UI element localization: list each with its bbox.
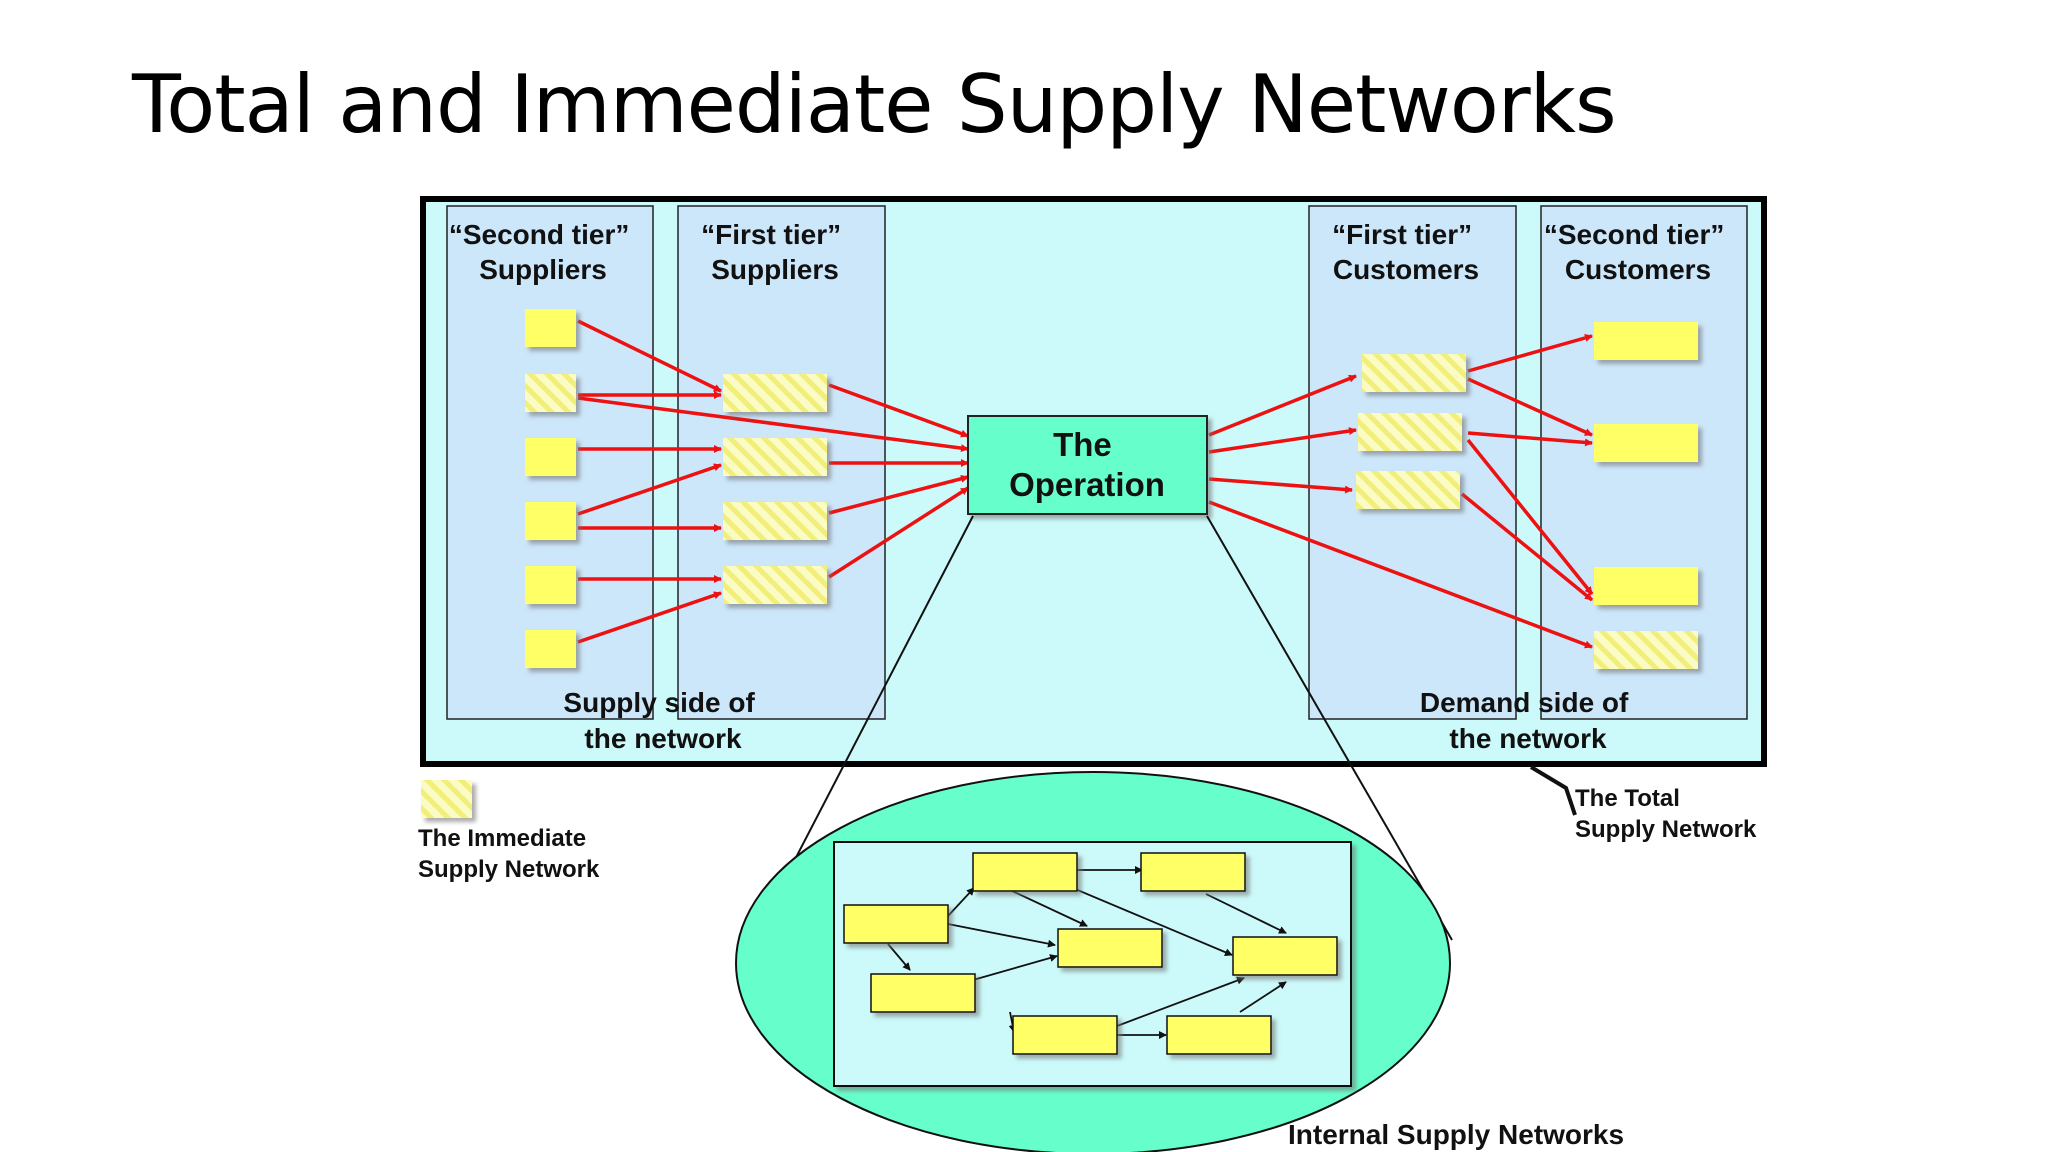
internal-arrows [887, 866, 1287, 1039]
first-tier-supplier-node [723, 374, 827, 412]
first-tier-customers-line1: “First tier” [1332, 219, 1472, 250]
internal-arrow [887, 943, 911, 971]
second-tier-customers-panel [1540, 205, 1748, 720]
first-tier-customer-node [1356, 471, 1460, 509]
immediate-network-label: The Immediate Supply Network [418, 825, 600, 883]
internal-arrow [947, 887, 975, 917]
second-tier-supplier-node [525, 630, 576, 668]
page-title: Total and Immediate Supply Networks [132, 58, 1617, 151]
internal-node [1166, 1015, 1272, 1055]
second-tier-supplier-node [525, 309, 576, 347]
second-tier-suppliers-heading: “Second tier” Suppliers [449, 219, 637, 285]
flow-arrow [1208, 477, 1353, 494]
first-tier-customer-nodes [1356, 354, 1466, 509]
internal-nodes [843, 852, 1338, 1055]
first-tier-supplier-nodes [723, 374, 827, 604]
second-tier-supplier-node [525, 502, 576, 540]
zoom-line-right [1206, 515, 1453, 941]
supply-side-line1: Supply side of [563, 687, 755, 718]
internal-node [1140, 852, 1246, 892]
internal-arrow [1116, 976, 1245, 1027]
second-tier-customer-node [1594, 424, 1698, 462]
internal-arrow [1205, 893, 1287, 934]
flow-arrow [577, 396, 969, 453]
flow-arrow [1467, 431, 1593, 447]
first-tier-supplier-node [723, 438, 827, 476]
internal-node [1057, 928, 1163, 968]
internal-node [972, 852, 1078, 892]
second-tier-customer-node-immediate [1594, 631, 1698, 669]
second-tier-customers-heading: “Second tier” Customers [1544, 219, 1732, 285]
supply-side-label: Supply side of the network [563, 687, 762, 754]
flow-arrow [1208, 374, 1357, 437]
total-network-line1: The Total [1575, 785, 1680, 812]
demand-side-label: Demand side of the network [1420, 687, 1636, 754]
flow-arrow [577, 591, 722, 644]
first-tier-suppliers-line2: Suppliers [711, 254, 839, 285]
flow-arrow [577, 463, 722, 516]
first-tier-customer-node [1362, 354, 1466, 392]
operation-label: The Operation [1009, 426, 1165, 503]
flow-arrow [828, 383, 969, 438]
flow-arrow [577, 319, 722, 393]
operation-box [967, 415, 1208, 515]
total-network-line2: Supply Network [1575, 816, 1757, 843]
operation-line1: The [1053, 426, 1112, 463]
flow-arrow [1467, 334, 1593, 373]
internal-arrow [1009, 889, 1088, 927]
supply-side-line2: the network [584, 723, 742, 754]
flow-arrow [1467, 377, 1593, 437]
internal-node [843, 904, 949, 944]
second-tier-customers-line1: “Second tier” [1544, 219, 1724, 250]
flow-arrow [828, 486, 969, 579]
operation-line2: Operation [1009, 466, 1165, 503]
total-network-pointer [1529, 765, 1577, 816]
internal-node [870, 973, 976, 1013]
second-tier-suppliers-line1: “Second tier” [449, 219, 629, 250]
flow-arrow [1208, 427, 1357, 454]
internal-arrow [947, 923, 1056, 948]
internal-node [1232, 936, 1338, 976]
internal-arrow [972, 954, 1058, 981]
flow-arrow [1460, 492, 1594, 602]
second-tier-supplier-node-immediate [525, 374, 576, 412]
immediate-network-line1: The Immediate [418, 825, 586, 852]
demand-side-line2: the network [1449, 723, 1607, 754]
flow-arrow [828, 474, 969, 515]
internal-arrow [1067, 885, 1233, 956]
second-tier-supplier-node [525, 438, 576, 476]
second-tier-suppliers-line2: Suppliers [479, 254, 607, 285]
flow-arrows [577, 319, 1594, 649]
immediate-network-legend-swatch [421, 780, 472, 818]
internal-supply-networks-label: Internal Supply Networks [1288, 1119, 1624, 1150]
internal-node [1012, 1015, 1118, 1055]
demand-side-line1: Demand side of [1420, 687, 1629, 718]
first-tier-supplier-node [723, 502, 827, 540]
first-tier-suppliers-heading: “First tier” Suppliers [701, 219, 849, 285]
first-tier-suppliers-line1: “First tier” [701, 219, 841, 250]
second-tier-supplier-nodes [525, 309, 576, 668]
second-tier-customer-node [1594, 322, 1698, 360]
second-tier-customers-line2: Customers [1565, 254, 1711, 285]
first-tier-supplier-node [723, 566, 827, 604]
total-network-label: The Total Supply Network [1575, 785, 1757, 843]
flow-arrow [1466, 438, 1594, 596]
second-tier-supplier-node [525, 566, 576, 604]
first-tier-customers-line2: Customers [1333, 254, 1479, 285]
immediate-network-line2: Supply Network [418, 856, 600, 883]
second-tier-customer-nodes [1594, 322, 1698, 669]
internal-arrow [1239, 981, 1287, 1013]
first-tier-customers-panel [1308, 205, 1517, 720]
second-tier-customer-node [1594, 567, 1698, 605]
first-tier-customers-heading: “First tier” Customers [1332, 219, 1480, 285]
first-tier-customer-node [1358, 413, 1462, 451]
flow-arrow [1208, 500, 1593, 649]
